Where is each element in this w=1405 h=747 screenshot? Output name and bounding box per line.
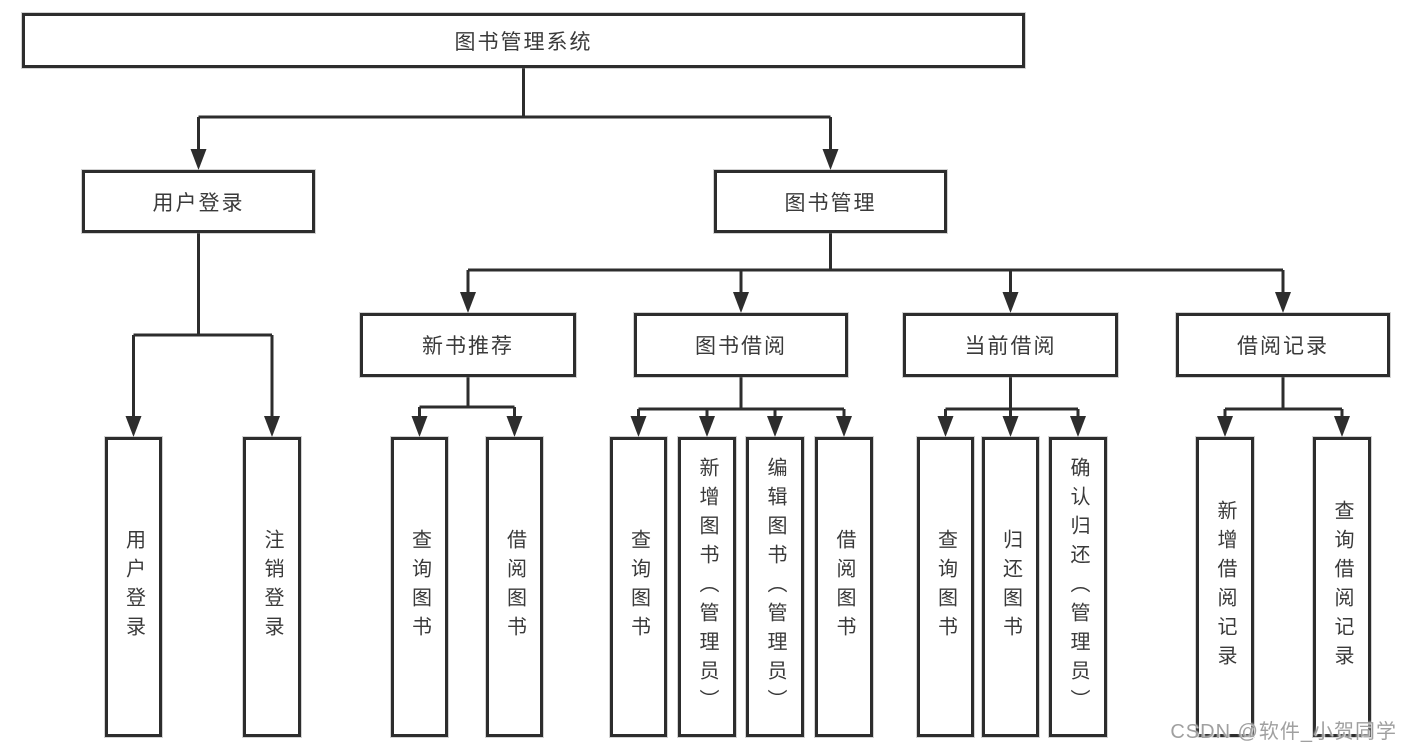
leaf-edit-book-admin: 编辑图书（管理员）: [746, 437, 804, 737]
node-new-book-recommend: 新书推荐: [360, 313, 576, 377]
leaf-query-borrow-record: 查询借阅记录: [1313, 437, 1371, 737]
leaf-return-book: 归还图书: [982, 437, 1039, 737]
node-book-borrow: 图书借阅: [634, 313, 848, 377]
node-current-borrow: 当前借阅: [903, 313, 1118, 377]
leaf-query-books-borrow: 查询图书: [610, 437, 667, 737]
leaf-label: 用户登录: [122, 529, 145, 645]
leaf-add-book-admin: 新增图书（管理员）: [678, 437, 736, 737]
leaf-user-login: 用户登录: [105, 437, 162, 737]
node-user-login-module: 用户登录: [82, 170, 315, 233]
node-label: 当前借阅: [964, 335, 1057, 358]
leaf-label: 借阅图书: [503, 529, 526, 645]
node-label: 图书管理系统: [454, 30, 593, 54]
leaf-logout: 注销登录: [243, 437, 301, 737]
leaf-label: 确认归还（管理员）: [1067, 456, 1089, 718]
leaf-add-borrow-record: 新增借阅记录: [1196, 437, 1254, 737]
node-label: 图书管理: [784, 191, 877, 215]
leaf-borrow-books-recommend: 借阅图书: [486, 437, 543, 737]
leaf-label: 新增借阅记录: [1214, 500, 1236, 674]
leaf-label: 注销登录: [261, 529, 283, 645]
leaf-label: 查询借阅记录: [1331, 500, 1353, 674]
node-label: 借阅记录: [1237, 335, 1329, 358]
leaf-label: 查询图书: [627, 529, 650, 645]
leaf-label: 查询图书: [408, 529, 431, 645]
node-book-management-module: 图书管理: [714, 170, 947, 233]
node-system-root: 图书管理系统: [22, 13, 1025, 68]
node-label: 新书推荐: [422, 335, 514, 358]
leaf-label: 编辑图书（管理员）: [764, 456, 786, 718]
node-label: 图书借阅: [695, 335, 787, 358]
node-label: 用户登录: [152, 191, 245, 215]
arrowheads: [125, 149, 1350, 437]
leaf-label: 借阅图书: [833, 529, 855, 645]
leaf-confirm-return-admin: 确认归还（管理员）: [1049, 437, 1107, 737]
leaf-label: 查询图书: [934, 529, 957, 645]
leaf-label: 归还图书: [999, 529, 1022, 645]
leaf-query-books-recommend: 查询图书: [391, 437, 448, 737]
leaf-label: 新增图书（管理员）: [696, 456, 718, 718]
leaf-query-books-current: 查询图书: [917, 437, 974, 737]
leaf-borrow-books-borrow: 借阅图书: [815, 437, 873, 737]
csdn-watermark: CSDN @软件_小贺同学: [1170, 721, 1397, 743]
node-borrow-records: 借阅记录: [1176, 313, 1390, 377]
